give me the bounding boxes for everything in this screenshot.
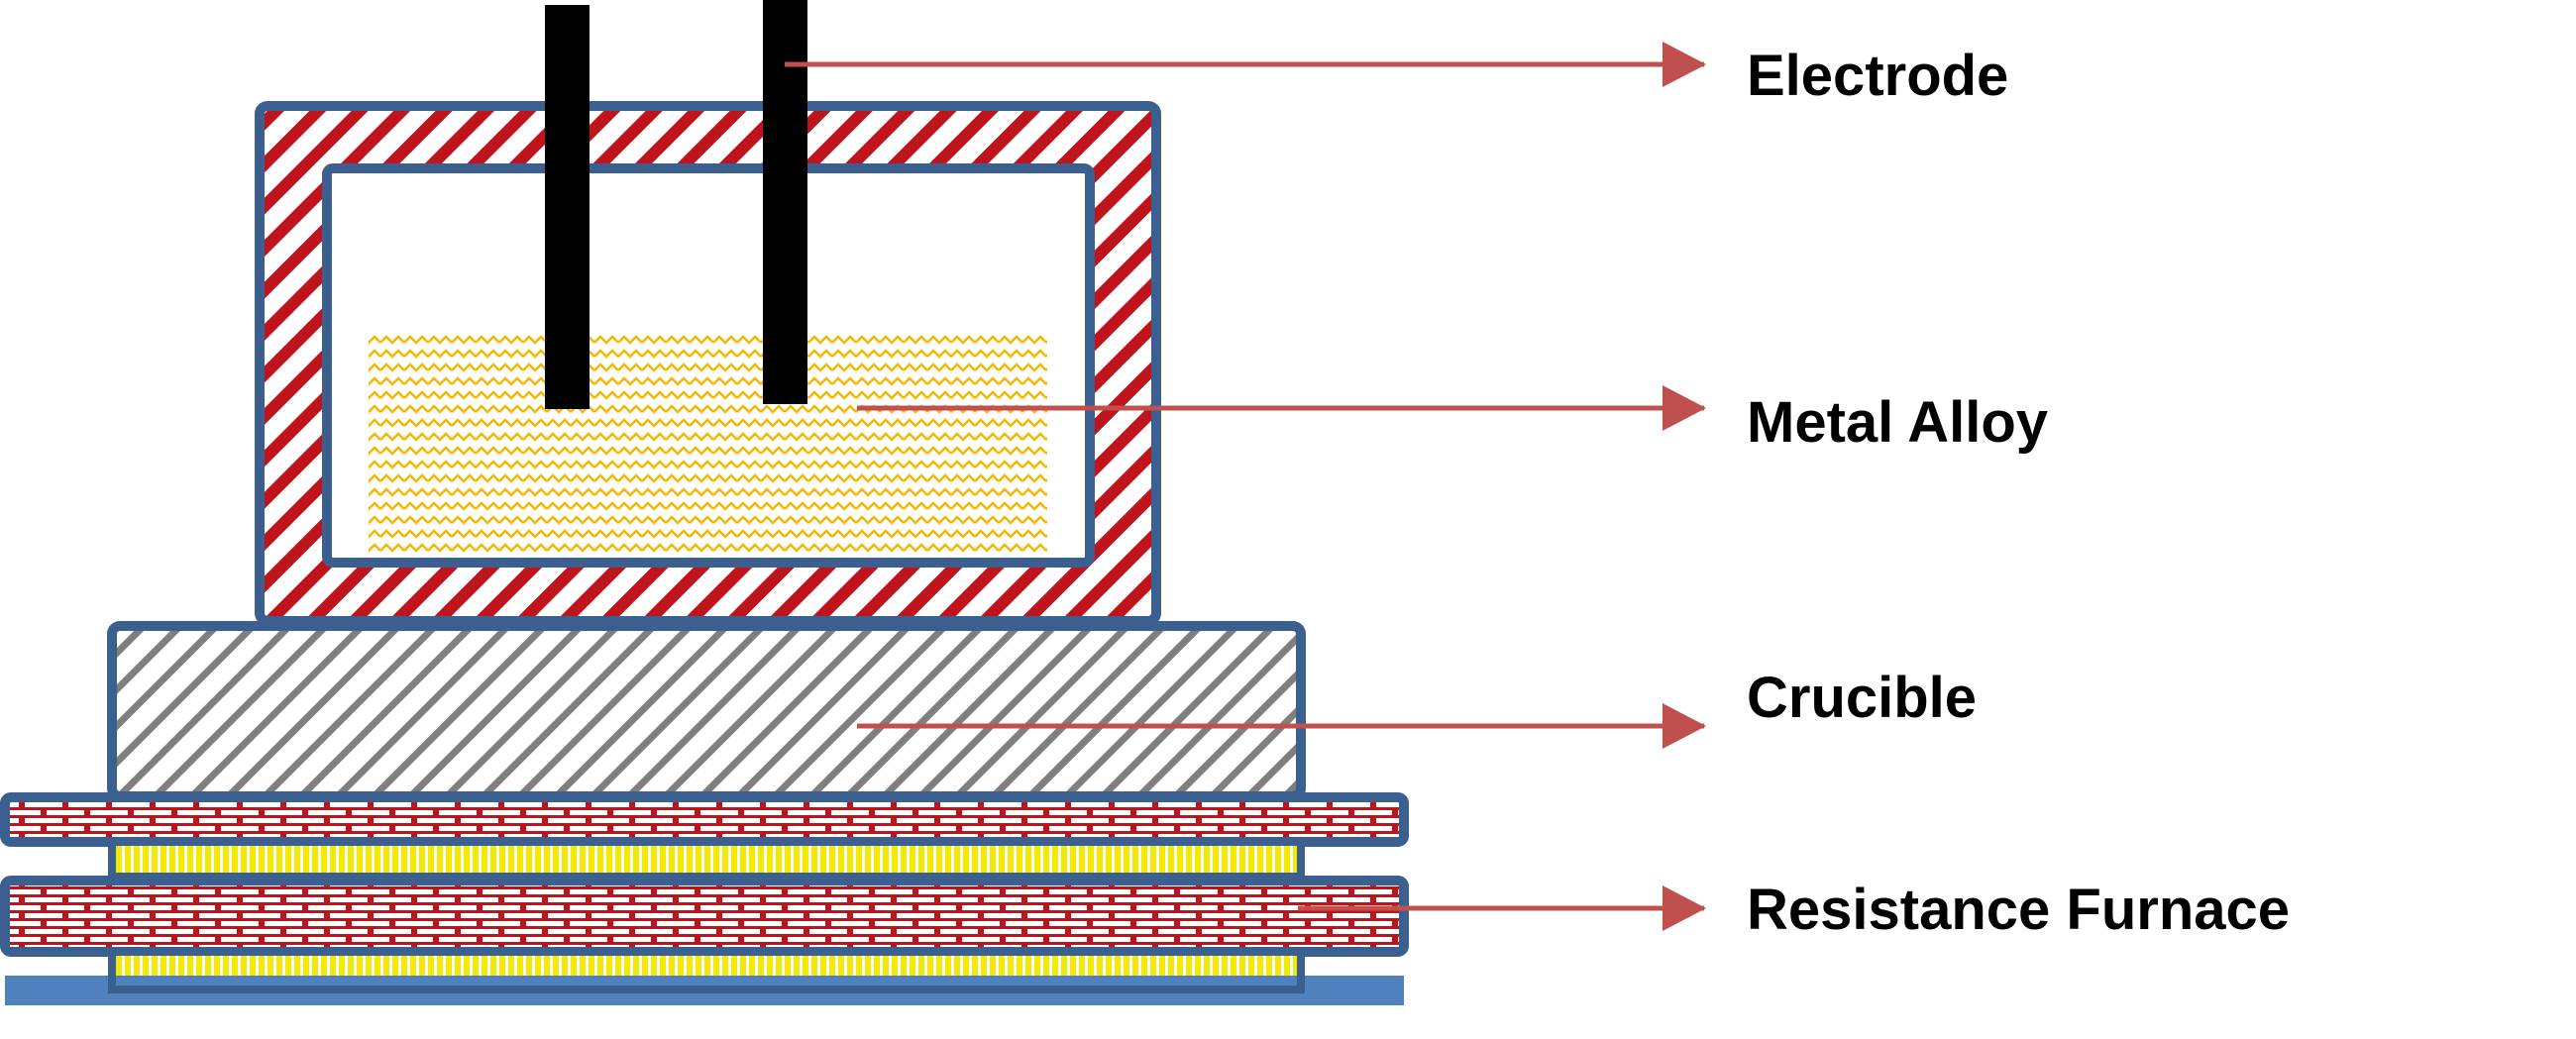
electrode-rod-right: [763, 0, 807, 404]
label-resistance-furnace: Resistance Furnace: [1747, 878, 2291, 942]
arrowhead-electrode-icon: [1663, 42, 1706, 87]
crucible-block: [107, 621, 1306, 801]
heater-element-upper: [108, 838, 1305, 881]
furnace-brick-plate-upper: [0, 792, 1409, 847]
arrowhead-resistance-furnace-icon: [1663, 885, 1706, 931]
heater-element-lower-top: [108, 948, 1305, 993]
furnace-brick-plate-lower: [0, 876, 1409, 957]
label-crucible: Crucible: [1747, 666, 1978, 730]
metal-alloy-bath: [369, 335, 1047, 555]
electrode-rod-left: [545, 5, 590, 409]
label-metal-alloy: Metal Alloy: [1747, 390, 2049, 455]
electrodes: [545, 0, 807, 409]
leader-arrows: [785, 42, 1706, 931]
label-electrode: Electrode: [1747, 44, 2009, 108]
arrowhead-crucible-icon: [1663, 703, 1706, 749]
resistance-furnace: [0, 792, 1409, 1005]
arrowhead-metal-alloy-icon: [1663, 385, 1706, 431]
